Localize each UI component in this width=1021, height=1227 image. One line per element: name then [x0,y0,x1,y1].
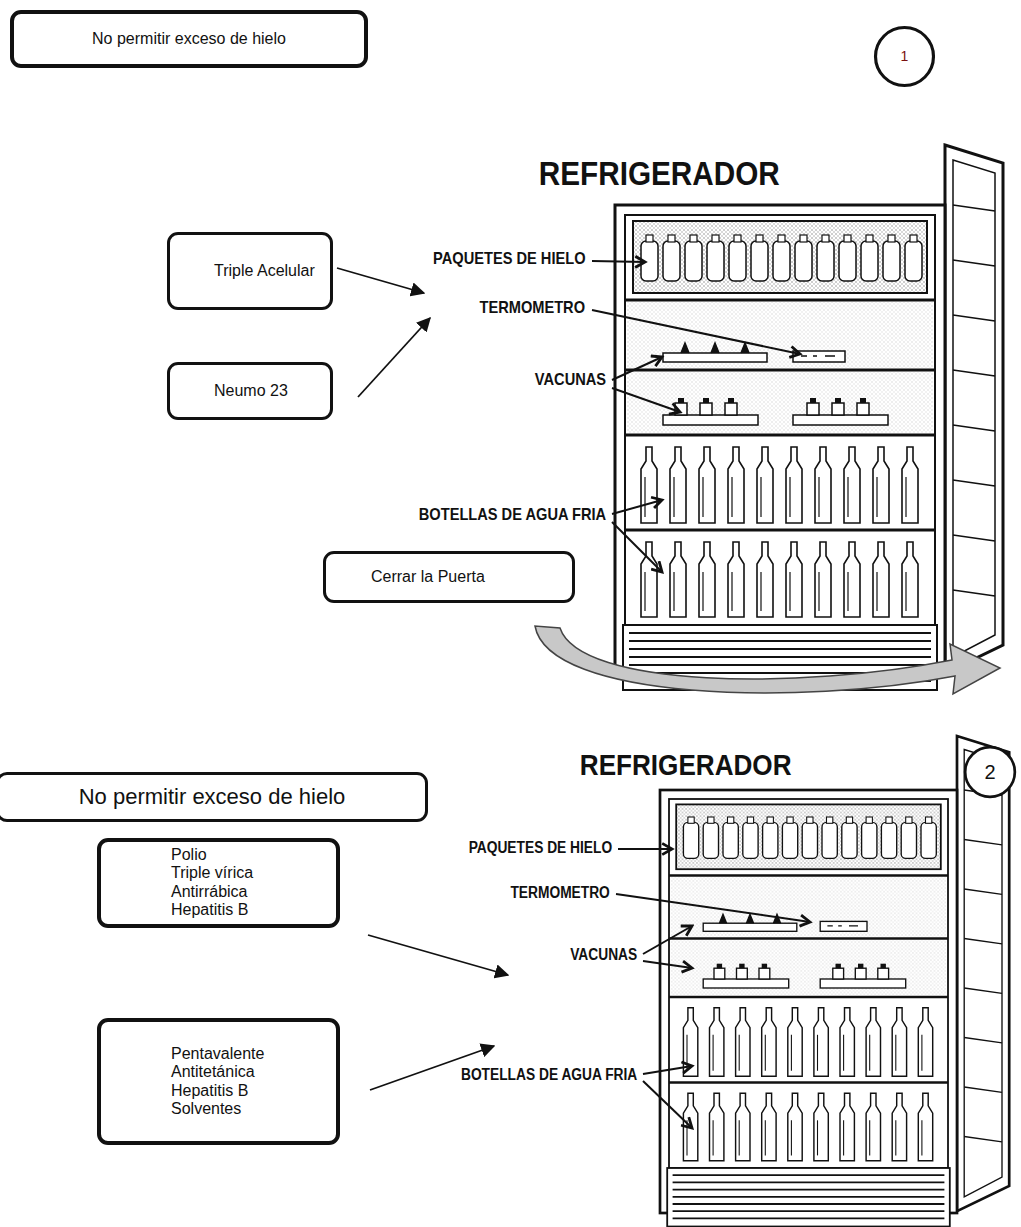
note-text: Neumo 23 [214,382,322,400]
note-text: Triple Acelular [214,262,322,280]
note-box: PentavalenteAntitetánicaHepatitis BSolve… [97,1018,340,1145]
part-label: TERMOMETRO [509,884,612,902]
note-text: Triple vírica [171,864,328,882]
part-label: TERMOMETRO [478,299,587,318]
note-box: Neumo 23 [167,362,333,420]
circle-shape [876,28,934,86]
note-text: Antitetánica [171,1063,328,1081]
callout-number: 2 [984,761,995,784]
part-leaders [616,849,810,1128]
note-text: No permitir exceso de hielo [22,30,356,48]
note-box: No permitir exceso de hielo [10,10,368,68]
note-text: Cerrar la Puerta [371,568,564,586]
callout-circle: 1 [873,25,936,88]
note-text: Hepatitis B [171,1082,328,1100]
appliance-title: REFRIGERADOR [537,156,782,192]
note-text: Solventes [171,1100,328,1118]
part-label: PAQUETES DE HIELO [431,250,587,269]
note-text: Pentavalente [171,1045,328,1063]
part-label: BOTELLAS DE AGUA FRIA [459,1066,639,1084]
note-box: No permitir exceso de hielo [0,772,428,822]
callout-number: 1 [901,48,909,64]
callout-arrows [337,268,508,1090]
refrigerator-drawing [660,736,1009,1227]
part-leaders [592,261,800,572]
part-label: VACUNAS [569,946,639,964]
circle-shape [965,747,1015,797]
part-label: VACUNAS [533,371,608,390]
note-text: Hepatitis B [171,901,328,919]
part-label: BOTELLAS DE AGUA FRIA [417,506,608,525]
part-label: PAQUETES DE HIELO [467,839,614,857]
close-door-arrow [535,626,1000,694]
refrigerator-drawing [615,145,1003,690]
callout-circle: 2 [963,745,1017,799]
note-box: Cerrar la Puerta [323,551,575,603]
note-text: Polio [171,846,328,864]
note-text: Antirrábica [171,883,328,901]
appliance-title: REFRIGERADOR [578,750,793,782]
note-box: PolioTriple víricaAntirrábicaHepatitis B [97,838,340,928]
note-box: Triple Acelular [167,232,333,310]
note-text: No permitir exceso de hielo [7,784,417,809]
